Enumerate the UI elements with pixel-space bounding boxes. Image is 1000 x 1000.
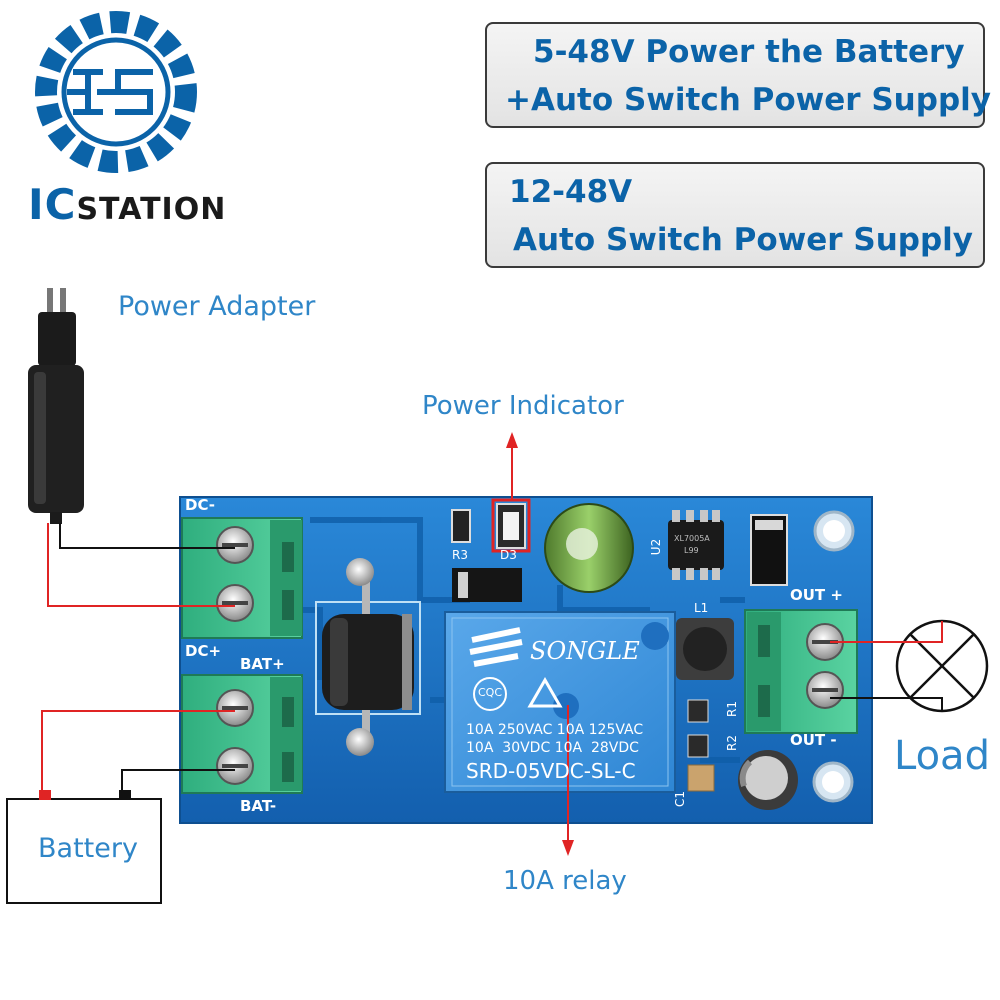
power-adapter-image bbox=[28, 288, 84, 524]
relay-arrow bbox=[562, 705, 574, 856]
relay-cert: CQC bbox=[478, 686, 503, 699]
pcb-board bbox=[179, 496, 873, 824]
relay-brand: SONGLE bbox=[530, 637, 640, 665]
battery-label: Battery bbox=[38, 833, 138, 864]
feature-box-1-line2: +Auto Switch Power Supply bbox=[505, 82, 991, 119]
brand-name-part1: IC bbox=[28, 180, 77, 229]
relay-rating-2: 10A 30VDC 10A 28VDC bbox=[466, 740, 639, 756]
brand-logo bbox=[35, 11, 197, 173]
bat-plus-label: BAT+ bbox=[240, 655, 285, 673]
wires bbox=[41, 523, 943, 790]
relay-label: 10A relay bbox=[503, 866, 627, 896]
out-plus-label: OUT + bbox=[790, 586, 843, 604]
silk-r1: R1 bbox=[724, 701, 739, 717]
feature-box-1: 5-48V Power the Battery +Auto Switch Pow… bbox=[485, 22, 991, 128]
dc-plus-label: DC+ bbox=[185, 642, 222, 660]
feature-box-2-line2: Auto Switch Power Supply bbox=[513, 222, 973, 259]
power-indicator-arrow bbox=[506, 432, 518, 500]
feature-box-1-line1: 5-48V Power the Battery bbox=[533, 34, 965, 70]
feature-box-2: 12-48V Auto Switch Power Supply bbox=[485, 162, 985, 268]
battery-box bbox=[6, 790, 162, 904]
out-minus-label: OUT - bbox=[790, 731, 837, 749]
brand-name: ICSTATION bbox=[28, 180, 226, 229]
silk-u2: U2 bbox=[649, 538, 664, 556]
silk-l1: L1 bbox=[694, 601, 709, 615]
load-label: Load bbox=[894, 733, 990, 779]
dc-minus-label: DC- bbox=[185, 496, 216, 514]
chip-marking-2: L99 bbox=[684, 546, 699, 555]
power-indicator-label: Power Indicator bbox=[422, 391, 624, 421]
silk-c1: C1 bbox=[673, 790, 688, 808]
silk-r2: R2 bbox=[724, 735, 739, 751]
silk-d3: D3 bbox=[500, 548, 517, 562]
chip-marking-1: XL7005A bbox=[674, 534, 710, 543]
relay-model: SRD-05VDC-SL-C bbox=[466, 759, 636, 783]
feature-box-2-line1: 12-48V bbox=[509, 174, 633, 210]
silk-r3: R3 bbox=[452, 548, 468, 562]
brand-name-part2: STATION bbox=[76, 192, 227, 227]
power-adapter-label: Power Adapter bbox=[118, 291, 316, 322]
relay-rating-1: 10A 250VAC 10A 125VAC bbox=[466, 722, 644, 738]
bat-minus-label: BAT- bbox=[240, 797, 277, 815]
